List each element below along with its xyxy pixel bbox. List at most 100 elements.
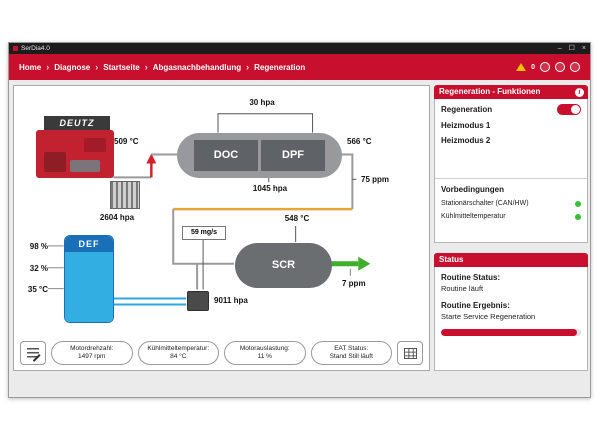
window-title: SerDia4.0	[21, 45, 50, 52]
breadcrumb-separator: ›	[246, 62, 250, 72]
dpf-label: DPF	[261, 140, 325, 171]
breadcrumb-separator: ›	[144, 62, 148, 72]
content-area: DEUTZ DOC DPF SCR DEF 59 mg/s	[9, 80, 590, 397]
breadcrumb-diagnose[interactable]: Diagnose	[54, 62, 91, 72]
chip-value: 84 °C	[170, 353, 187, 360]
engine-block	[36, 130, 114, 178]
routine-status-label: Routine Status:	[441, 273, 501, 282]
functions-panel-body: Regeneration Heizmodus 1 Heizmodus 2 Vor…	[434, 99, 588, 243]
info-icon[interactable]: i	[575, 87, 584, 97]
def-tank: DEF	[64, 235, 114, 323]
measurement-list-button[interactable]	[20, 341, 46, 365]
preconditions-section: Vorbedingungen Stationärschalter (CAN/HW…	[435, 178, 587, 223]
maximize-button[interactable]: ☐	[568, 45, 575, 52]
engine-detail	[70, 160, 100, 172]
temp-scr-in-value: 548 °C	[284, 214, 310, 223]
close-button[interactable]: ×	[581, 45, 586, 52]
grid-view-button[interactable]	[397, 341, 423, 365]
regeneration-toggle[interactable]	[557, 104, 581, 115]
help-icon[interactable]	[555, 62, 565, 72]
engine-speed-chip: Motordrehzahl: 1497 rpm	[51, 341, 133, 365]
breadcrumb-startseite[interactable]: Startseite	[103, 62, 140, 72]
minimize-button[interactable]: –	[557, 45, 562, 52]
pipe-lines	[47, 113, 371, 306]
precondition-label: Stationärschalter (CAN/HW)	[441, 200, 529, 207]
function-label: Heizmodus 1	[441, 121, 491, 130]
chip-label: Kühlmitteltemperatur:	[147, 344, 210, 352]
routine-progress-fill	[441, 329, 577, 336]
def-level-value: 98 %	[29, 242, 48, 251]
chip-value: Stand Still läuft	[329, 353, 373, 360]
breadcrumb-bar: Home › Diagnose › Startseite › Abgasnach…	[9, 54, 590, 80]
def-dosing-rate-value: 59 mg/s	[182, 226, 226, 240]
chip-label: Motorauslastung:	[239, 344, 290, 352]
chip-label: EAT Status:	[334, 344, 369, 352]
breadcrumb-separator: ›	[95, 62, 99, 72]
status-panel-title: Status	[439, 255, 464, 264]
function-label: Heizmodus 2	[441, 136, 491, 145]
precondition-stationary-switch: Stationärschalter (CAN/HW)	[435, 197, 587, 210]
functions-panel-title: Regeneration - Funktionen	[439, 87, 541, 96]
def-temp-value: 35 °C	[27, 285, 48, 294]
preconditions-title: Vorbedingungen	[441, 185, 504, 194]
status-icon[interactable]	[540, 62, 550, 72]
def-tank-label: DEF	[65, 236, 113, 252]
engine-detail	[44, 152, 66, 172]
status-ok-icon	[575, 200, 581, 207]
def-tank-fill	[65, 252, 113, 322]
aftertreatment-diagram-panel: DEUTZ DOC DPF SCR DEF 59 mg/s	[13, 85, 430, 371]
exhaust-pressure-value: 1045 hpa	[252, 184, 288, 193]
grid-icon	[403, 347, 417, 359]
routine-result-label: Routine Ergebnis:	[441, 301, 510, 310]
cooler-icon	[110, 181, 140, 209]
user-icon[interactable]	[570, 62, 580, 72]
routine-status-value: Routine läuft	[441, 284, 484, 293]
chip-value: 1497 rpm	[78, 353, 106, 360]
status-panel-body: Routine Status: Routine läuft Routine Er…	[434, 267, 588, 371]
temp-doc-in-value: 509 °C	[114, 137, 139, 146]
app-logo-icon	[13, 46, 18, 51]
precondition-label: Kühlmitteltemperatur	[441, 213, 506, 220]
status-panel-header: Status	[434, 253, 588, 267]
def-quality-value: 32 %	[29, 264, 48, 273]
routine-progress-bar	[441, 329, 581, 336]
side-panel: Regeneration - Funktionen i Regeneration…	[434, 85, 588, 371]
chip-label: Motordrehzahl:	[70, 344, 114, 352]
eat-status-chip: EAT Status: Stand Still läuft	[310, 341, 392, 365]
title-bar: SerDia4.0 – ☐ ×	[9, 43, 590, 54]
coolant-temp-chip: Kühlmitteltemperatur: 84 °C	[137, 341, 219, 365]
measurement-list-icon	[27, 348, 39, 358]
function-item-regeneration[interactable]: Regeneration	[435, 101, 587, 118]
routine-result-value: Starte Service Regeneration	[441, 312, 536, 321]
function-label: Regeneration	[441, 105, 493, 114]
nox-upstream-value: 75 ppm	[361, 175, 390, 184]
def-injector	[187, 291, 209, 311]
engine-load-chip: Motorauslastung: 11 %	[224, 341, 306, 365]
diagram-toolbar: Motordrehzahl: 1497 rpm Kühlmitteltemper…	[20, 341, 423, 365]
engine-brand-label: DEUTZ	[44, 116, 110, 131]
def-pressure-value: 9011 hpa	[214, 296, 248, 305]
doc-dpf-capsule: DOC DPF	[177, 133, 342, 178]
app-window: SerDia4.0 – ☐ × Home › Diagnose › Starts…	[8, 42, 591, 398]
status-ok-icon	[575, 213, 581, 220]
scr-capsule: SCR	[235, 243, 332, 288]
status-panel: Status Routine Status: Routine läuft Rou…	[434, 253, 588, 371]
nox-downstream-value: 7 ppm	[342, 279, 366, 288]
doc-label: DOC	[194, 140, 258, 171]
breadcrumb-abgasnachbehandlung[interactable]: Abgasnachbehandlung	[152, 62, 242, 72]
functions-panel-header: Regeneration - Funktionen i	[434, 85, 588, 99]
breadcrumb-regeneration[interactable]: Regeneration	[254, 62, 306, 72]
temp-dpf-out-value: 566 °C	[347, 137, 372, 146]
dpf-diff-pressure-value: 30 hpa	[249, 98, 275, 107]
engine-detail	[84, 138, 106, 152]
warning-triangle-icon[interactable]	[516, 63, 527, 71]
charge-pressure-value: 2604 hpa	[99, 213, 135, 222]
chip-value: 11 %	[257, 353, 272, 360]
function-item-heizmodus-1[interactable]: Heizmodus 1	[435, 118, 587, 133]
precondition-coolant-temp: Kühlmitteltemperatur	[435, 210, 587, 223]
breadcrumb-separator: ›	[46, 62, 50, 72]
alert-count-badge: 0	[531, 63, 535, 71]
toggle-knob	[571, 105, 580, 114]
breadcrumb-home[interactable]: Home	[19, 62, 42, 72]
function-item-heizmodus-2[interactable]: Heizmodus 2	[435, 133, 587, 148]
